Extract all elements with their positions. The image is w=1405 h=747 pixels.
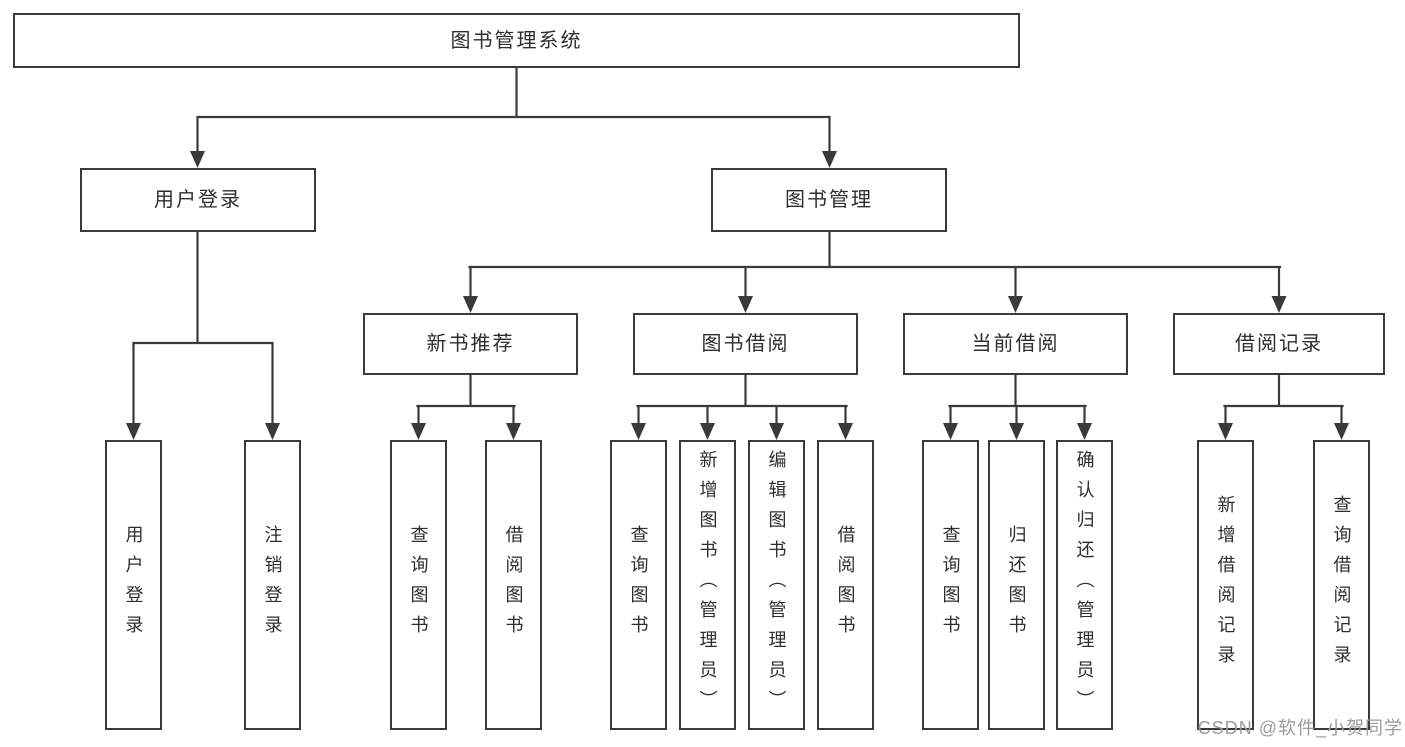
leaf-return-book: 归还图书 [988,440,1045,730]
node-borrow-records: 借阅记录 [1173,313,1385,375]
connector-user-login-children [126,230,280,440]
node-user-login: 用户登录 [80,168,316,232]
leaf-borrow-book-2: 借阅图书 [817,440,874,730]
leaf-add-borrow-record: 新增借阅记录 [1197,440,1254,730]
leaf-borrow-book-1: 借阅图书 [485,440,542,730]
leaf-query-book-3: 查询图书 [922,440,979,730]
connector-book-borrow-children [631,373,853,440]
node-book-mgmt: 图书管理 [711,168,947,232]
watermark: CSDN @软件_小贺同学 [1197,718,1403,738]
connector-root-to-level1 [190,66,837,168]
node-current-borrow: 当前借阅 [903,313,1128,375]
node-book-borrow: 图书借阅 [633,313,858,375]
node-new-book-rec: 新书推荐 [363,313,578,375]
connector-book-mgmt-children [463,230,1287,313]
leaf-edit-book-admin: 编辑图书（管理员） [748,440,805,730]
connector-borrow-records-children [1218,373,1349,440]
leaf-query-borrow-record: 查询借阅记录 [1313,440,1370,730]
leaf-logout: 注销登录 [244,440,301,730]
connector-current-borrow-children [943,373,1092,440]
leaf-query-book-2: 查询图书 [610,440,667,730]
node-root: 图书管理系统 [13,13,1020,68]
leaf-user-login: 用户登录 [105,440,162,730]
leaf-query-book-1: 查询图书 [390,440,447,730]
leaf-confirm-return-admin: 确认归还（管理员） [1056,440,1113,730]
leaf-add-book-admin: 新增图书（管理员） [679,440,736,730]
connector-new-book-children [411,373,521,440]
